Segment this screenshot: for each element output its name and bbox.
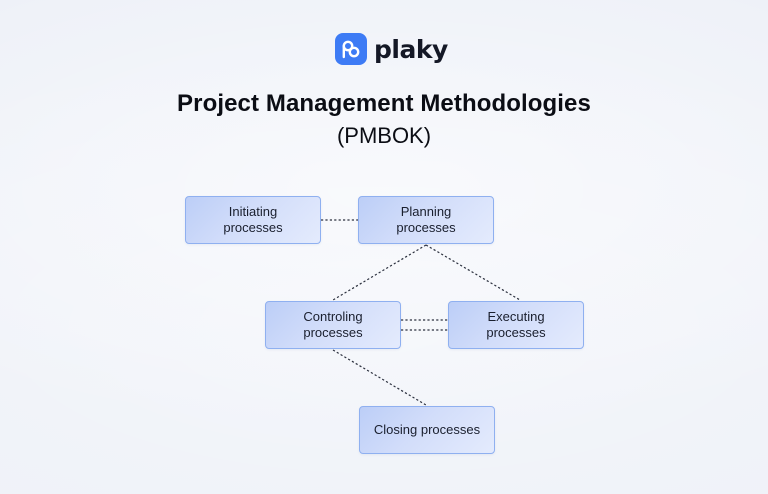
edge-controlling-closing [332,349,427,406]
edge-planning-controlling [332,244,427,301]
node-executing-line2: processes [486,325,546,340]
node-controlling-line2: processes [303,325,363,340]
plaky-logo: plaky [335,33,448,65]
node-planning-line2: processes [396,220,456,235]
node-initiating-line1: Initiating [228,204,278,219]
node-controlling: Controling processes [265,301,401,349]
node-closing-label: Closing processes [373,422,481,437]
brand-name: plaky [374,34,448,64]
node-planning: Planning processes [358,196,494,244]
node-closing: Closing processes [359,406,495,454]
node-executing-line1: Executing [487,309,545,324]
node-controlling-line1: Controling [303,309,363,324]
node-planning-line1: Planning [400,204,452,219]
page-subtitle: (PMBOK) [336,123,432,148]
plaky-logo-icon [335,33,367,65]
node-initiating: Initiating processes [185,196,321,244]
node-initiating-line2: processes [223,220,283,235]
node-executing: Executing processes [448,301,584,349]
edge-planning-executing [425,244,521,301]
page-title: Project Management Methodologies [177,90,591,117]
